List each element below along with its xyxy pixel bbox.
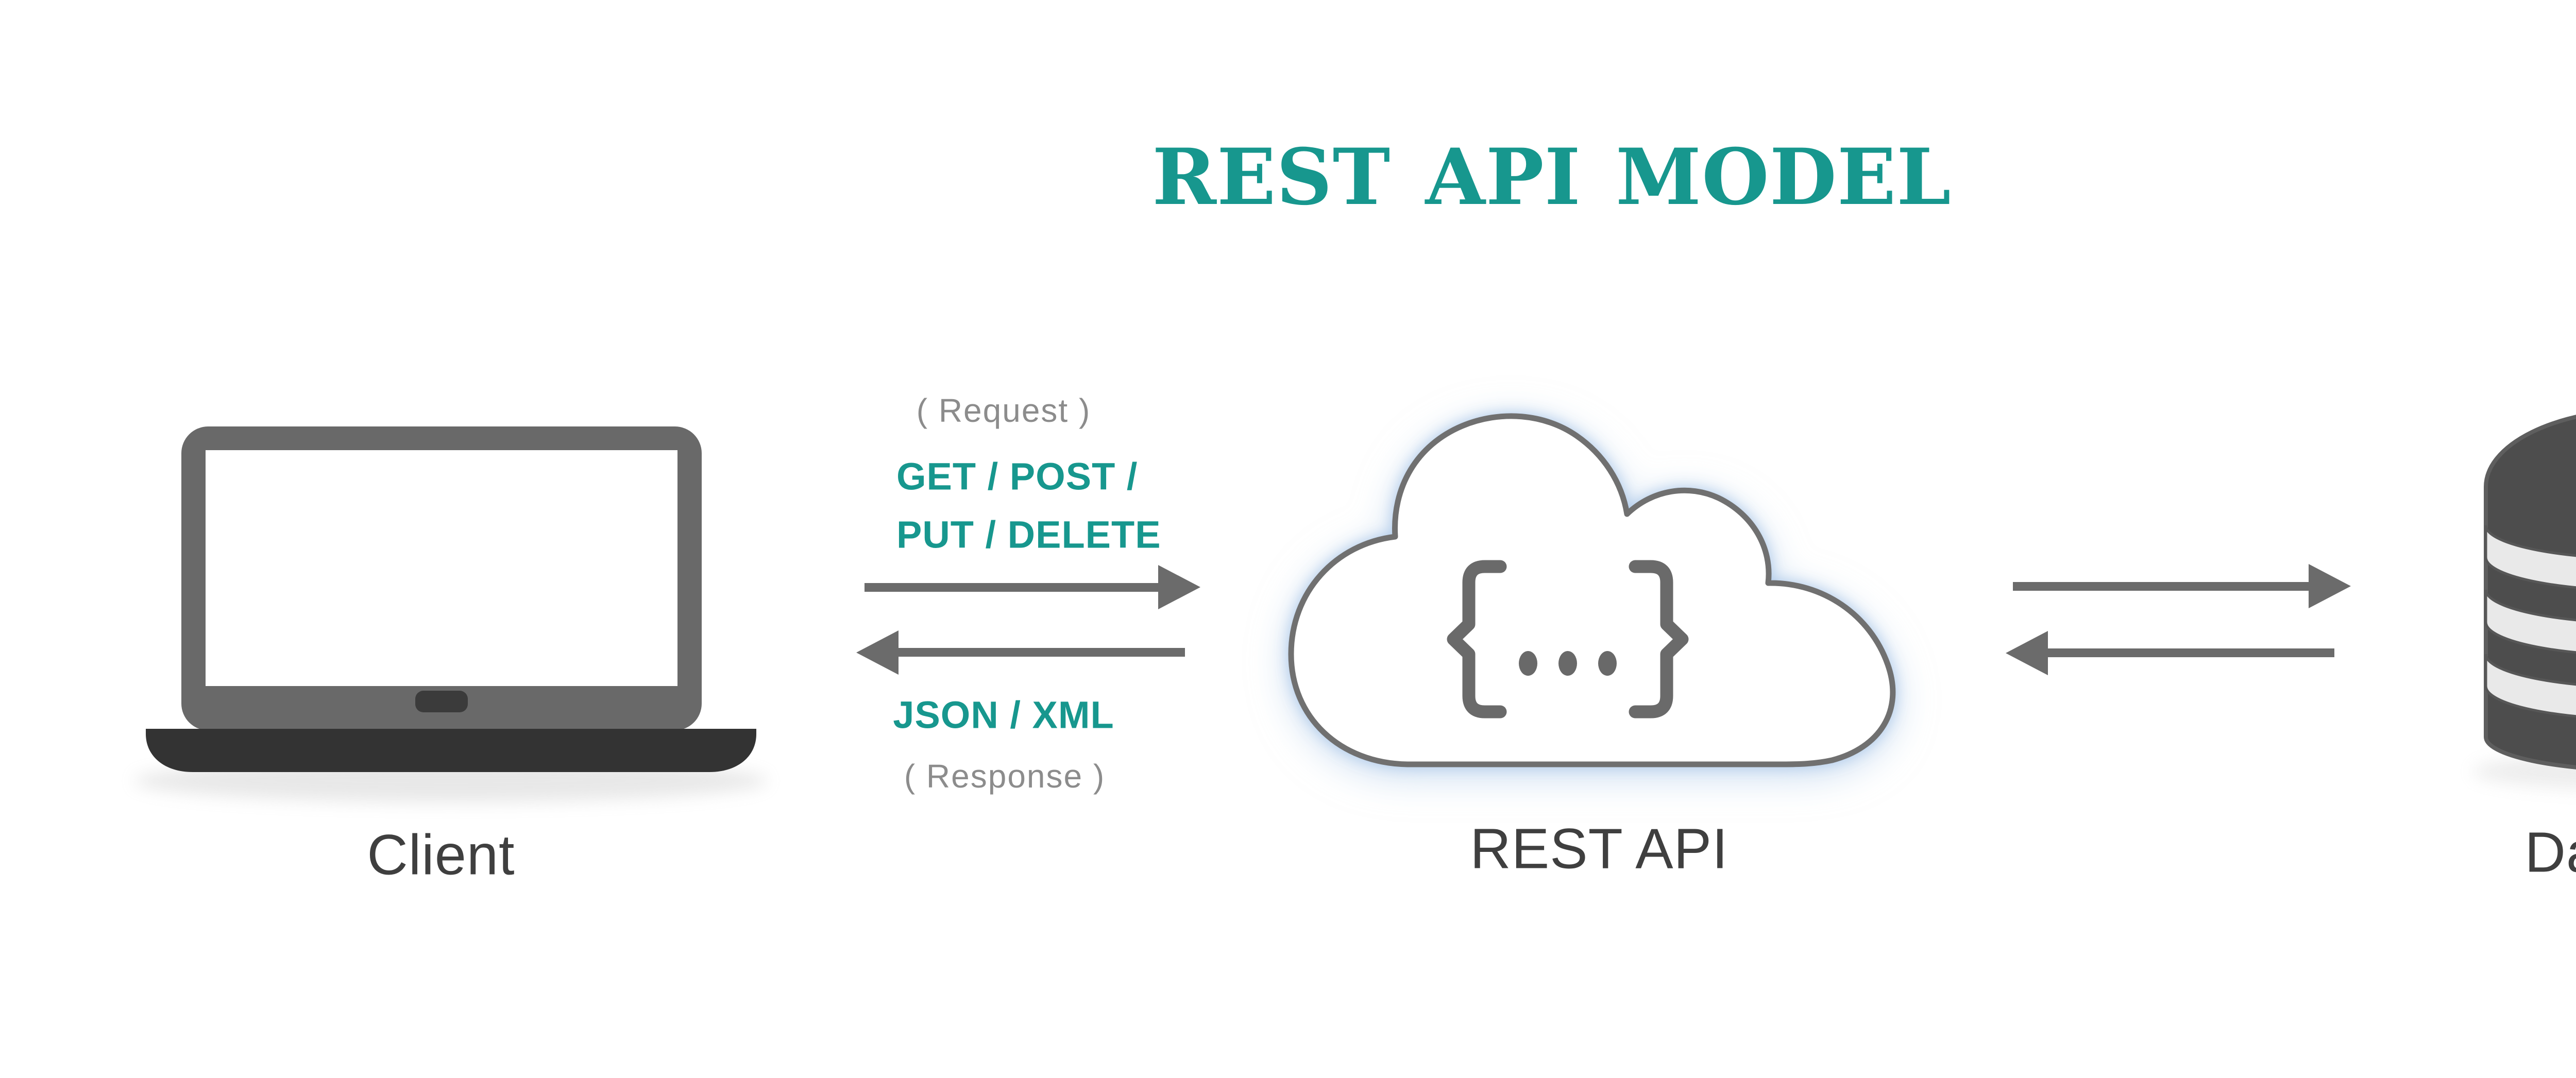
right-brace [1629,560,1689,718]
laptop-icon [134,426,768,802]
ellipsis-dots-icon [1519,651,1617,676]
request-arrow-right-icon [865,565,1200,609]
client-node-label: Client [367,823,515,887]
response-formats: JSON / XML [893,693,1114,737]
request-methods-line2: PUT / DELETE [896,513,1161,556]
cloud-icon [1288,413,1896,767]
database-node-label: Database [2524,820,2576,884]
database-icon [2472,415,2576,789]
left-brace [1447,560,1507,718]
laptop-base [146,729,756,772]
response-annotation: ( Response ) [904,758,1106,795]
curly-braces-icon [1447,560,1689,718]
laptop-screen [206,450,677,686]
db-api-arrow-left-icon [2006,631,2334,675]
cloud-outline [1288,413,1896,767]
response-arrow-left-icon [856,630,1185,675]
request-methods-line1: GET / POST / [896,455,1138,498]
api-db-arrow-right-icon [2013,564,2351,608]
rest-api-node-label: REST API [1470,817,1728,881]
request-annotation: ( Request ) [916,392,1091,429]
diagram-title: REST API MODEL [1152,132,1952,223]
database-body [2484,415,2576,769]
laptop-hinge-button [415,691,468,712]
database-stripes [2484,525,2576,718]
